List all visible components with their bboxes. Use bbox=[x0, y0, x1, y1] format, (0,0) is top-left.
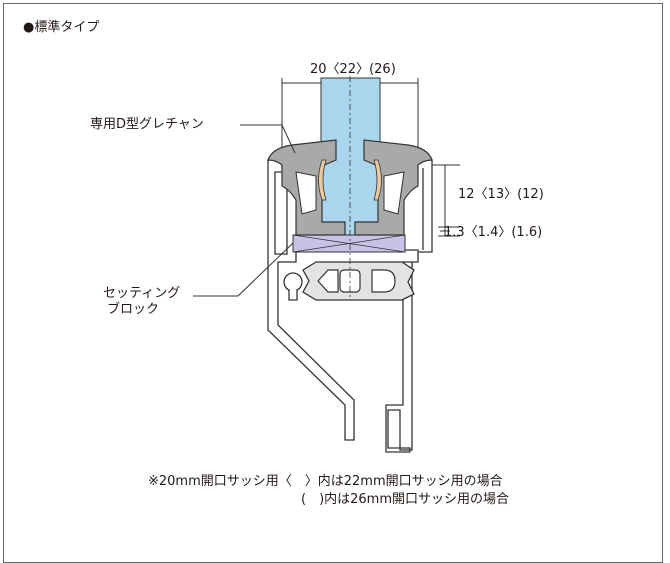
chamber-holes bbox=[317, 269, 396, 293]
note-line-1: ※20mm開口サッシ用〈 〉内は22mm開口サッシ用の場合 bbox=[148, 474, 503, 489]
setting-block-label-2: ブロック bbox=[107, 302, 160, 317]
section-title: ●標準タイプ bbox=[23, 20, 100, 35]
height-label-1: 12〈13〉(12) bbox=[458, 187, 544, 202]
height-dimension bbox=[432, 164, 460, 237]
sash-section-drawing bbox=[193, 76, 460, 453]
gasket-label: 専用D型グレチャン bbox=[90, 117, 204, 132]
width-label: 20〈22〉(26) bbox=[310, 62, 396, 77]
gasket-inner-voids bbox=[295, 171, 405, 215]
leader-lines bbox=[193, 124, 296, 297]
height-label-2: 1.3〈1.4〉(1.6) bbox=[444, 225, 543, 240]
note-line-2: ( )内は26mm開口サッシ用の場合 bbox=[301, 492, 510, 507]
setting-block-label-1: セッティング bbox=[103, 286, 181, 301]
sealant-bead bbox=[318, 159, 382, 201]
